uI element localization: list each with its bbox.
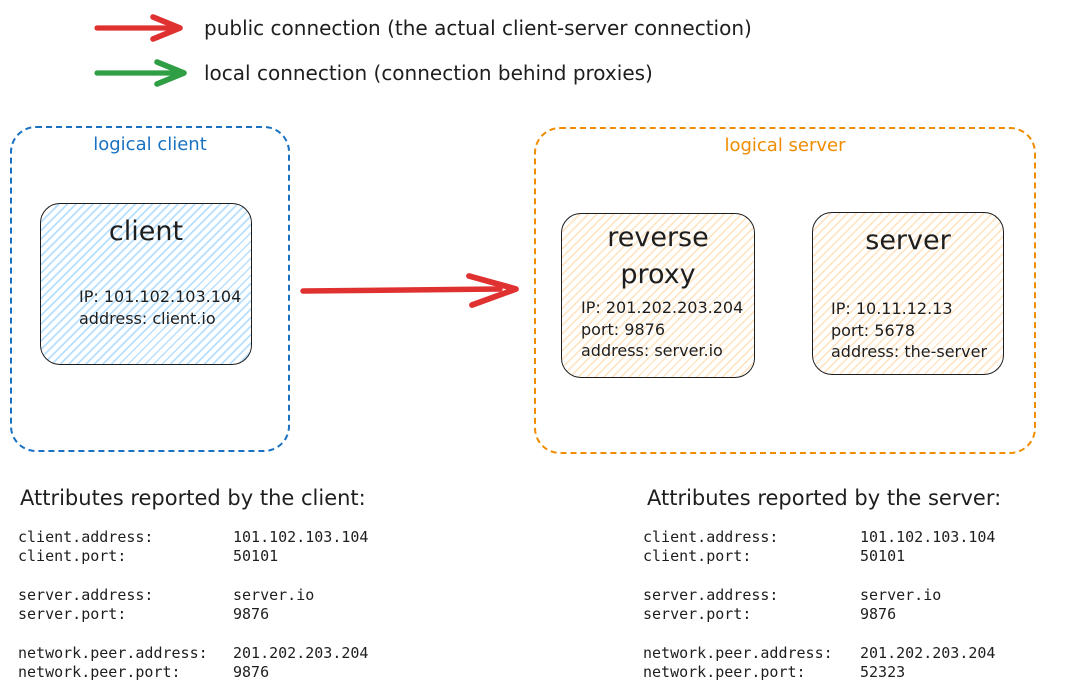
client-attr-group: client.address: 101.102.103.104 client.p…	[18, 528, 368, 566]
local-connection-arrow-icon	[94, 59, 187, 87]
client-node-details: IP: 101.102.103.104 address: client.io	[79, 286, 241, 329]
attr-value: 52323	[860, 663, 906, 681]
server-node-title: server	[865, 225, 951, 256]
attr-value: server.io	[860, 586, 942, 604]
client-ip: IP: 101.102.103.104	[79, 287, 242, 306]
attr-row: client.port: 50101	[643, 547, 995, 566]
attr-row: server.port: 9876	[18, 605, 368, 624]
attr-row: network.peer.port: 9876	[18, 663, 368, 682]
attr-row: client.port: 50101	[18, 547, 368, 566]
client-to-server-arrow-icon	[300, 273, 519, 308]
attr-row: client.address: 101.102.103.104	[643, 528, 995, 547]
attr-value: 50101	[233, 547, 279, 565]
attr-label: server.address:	[643, 586, 779, 604]
client-attributes-table: client.address: 101.102.103.104 client.p…	[18, 528, 368, 691]
server-node-details: IP: 10.11.12.13 port: 5678 address: the-…	[831, 298, 987, 363]
attr-row: server.address: server.io	[18, 586, 368, 605]
attr-value: 9876	[233, 605, 270, 623]
logical-client-label: logical client	[93, 134, 207, 155]
attr-label: network.peer.address:	[643, 644, 833, 662]
attr-label: network.peer.address:	[18, 644, 208, 662]
attr-label: client.address:	[18, 528, 154, 546]
server-address: address: the-server	[831, 342, 988, 361]
attr-label: client.port:	[18, 547, 127, 565]
reverse-proxy-node: reverse proxy IP: 201.202.203.204 port: …	[561, 213, 755, 378]
client-node-title: client	[108, 216, 184, 247]
client-node: client IP: 101.102.103.104 address: clie…	[40, 203, 252, 365]
logical-server-label: logical server	[724, 135, 846, 156]
reverse-proxy-ip: IP: 201.202.203.204	[581, 298, 744, 317]
attr-value: 201.202.203.204	[233, 644, 369, 662]
attr-label: server.port:	[18, 605, 127, 623]
public-connection-arrow-icon	[94, 14, 183, 42]
server-attributes-heading: Attributes reported by the server:	[647, 486, 1002, 510]
client-attributes-heading: Attributes reported by the client:	[20, 486, 366, 510]
attr-value: 201.202.203.204	[860, 644, 996, 662]
attr-value: server.io	[233, 586, 315, 604]
legend-label-public-connection: public connection (the actual client-ser…	[204, 16, 752, 40]
logical-client-container: logical client	[10, 126, 290, 452]
reverse-proxy-port: port: 9876	[581, 319, 665, 339]
reverse-proxy-address: address: server.io	[581, 341, 723, 360]
attr-row: server.address: server.io	[643, 586, 995, 605]
attr-value: 9876	[860, 605, 897, 623]
attr-label: server.port:	[643, 605, 752, 623]
server-node: server IP: 10.11.12.13 port: 5678 addres…	[812, 212, 1004, 375]
attr-label: client.address:	[643, 528, 779, 546]
server-port: port: 5678	[831, 320, 915, 340]
server-attr-group: network.peer.address: 201.202.203.204 ne…	[643, 644, 995, 682]
logical-server-container: logical server	[534, 127, 1036, 454]
server-attr-group: client.address: 101.102.103.104 client.p…	[643, 528, 995, 566]
client-attr-group: network.peer.address: 201.202.203.204 ne…	[18, 644, 368, 682]
attr-value: 101.102.103.104	[860, 528, 996, 546]
attr-row: server.port: 9876	[643, 605, 995, 624]
legend-label-local-connection: local connection (connection behind prox…	[204, 61, 653, 85]
attr-value: 9876	[233, 663, 270, 681]
attr-value: 50101	[860, 547, 906, 565]
client-address: address: client.io	[79, 308, 216, 328]
attr-label: network.peer.port:	[643, 663, 806, 681]
reverse-proxy-node-details: IP: 201.202.203.204 port: 9876 address: …	[581, 297, 743, 362]
client-attr-group: server.address: server.io server.port: 9…	[18, 586, 368, 624]
server-ip: IP: 10.11.12.13	[831, 299, 953, 318]
attr-row: client.address: 101.102.103.104	[18, 528, 368, 547]
attr-label: network.peer.port:	[18, 663, 181, 681]
reverse-proxy-node-title: reverse proxy	[607, 222, 709, 290]
attr-row: network.peer.port: 52323	[643, 663, 995, 682]
attr-row: network.peer.address: 201.202.203.204	[18, 644, 368, 663]
attr-label: server.address:	[18, 586, 154, 604]
attr-value: 101.102.103.104	[233, 528, 369, 546]
server-attributes-table: client.address: 101.102.103.104 client.p…	[643, 528, 995, 691]
attr-label: client.port:	[643, 547, 752, 565]
attr-row: network.peer.address: 201.202.203.204	[643, 644, 995, 663]
server-attr-group: server.address: server.io server.port: 9…	[643, 586, 995, 624]
